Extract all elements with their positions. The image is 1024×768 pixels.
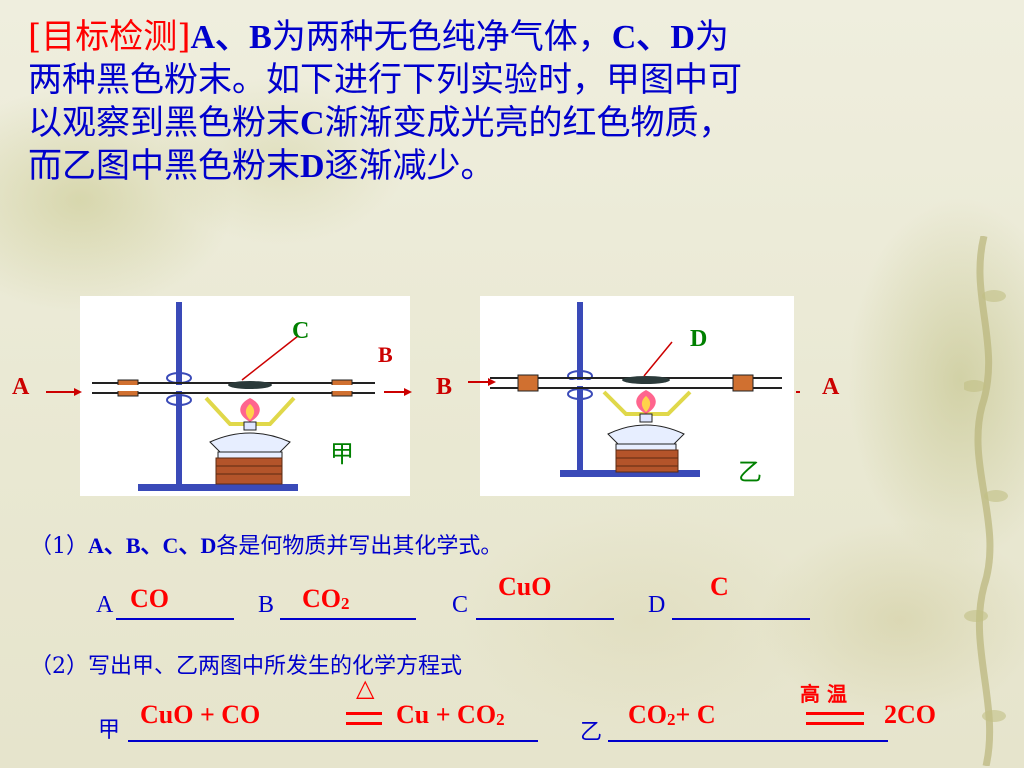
blank-line-eq2 [608,740,888,742]
blank-line-eq1 [128,740,538,742]
problem-statement: [目标检测]A、B为两种无色纯净气体，C、D为 两种黑色粉末。如下进行下列实验时… [28,17,742,186]
answer-d: C [710,572,729,601]
blank-line-a [116,618,234,620]
label-outlet-jia: B [378,342,393,367]
answer-b: CO2 [302,584,350,613]
equation-1-left: CuO + CO [140,700,261,729]
label-yi: 乙 [580,720,603,745]
vine-decoration [964,236,1008,766]
blank-label-c: C [452,592,469,618]
equation-2-left: CO2+ C [628,700,716,729]
equation-1-right: Cu + CO2 [396,700,505,729]
label-inlet-yi: B [436,374,453,400]
label-powder-d: D [690,326,708,352]
blank-line-b [280,618,416,620]
blank-label-d: D [648,592,666,618]
label-inlet-jia: A [12,374,30,400]
apparatus-yi [468,302,800,477]
apparatus-drawing [46,302,800,491]
heat-symbol: △ [356,674,375,702]
label-outlet-yi: A [822,374,840,400]
label-jia: 甲 [98,718,121,743]
blank-line-c [476,618,614,620]
answer-a: CO [130,584,169,613]
question-2: （2）写出甲、乙两图中所发生的化学方程式 [30,654,463,679]
equation-2-right: 2CO [884,700,936,729]
section-tag: [目标检测] [28,17,191,57]
question-1: （1）A、B、C、D各是何物质并写出其化学式。 [30,533,503,559]
answer-c: CuO [498,572,552,601]
blank-label-a: A [96,592,114,618]
high-temperature-condition: 高 温 [800,682,847,706]
apparatus-figure: A C B 甲 B D A 乙 [0,296,839,506]
caption-jia: 甲 [330,440,354,468]
label-powder-c: C [292,318,310,344]
blank-label-b: B [258,592,275,618]
blank-line-d [672,618,810,620]
apparatus-jia [46,302,412,491]
caption-yi: 乙 [738,458,762,486]
